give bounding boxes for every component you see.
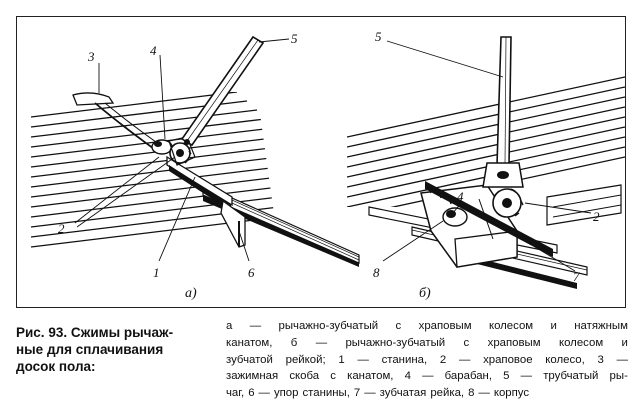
figure-frame: 3 4 5 2 1 6 а) 5 2 4 8 7 б) [16,16,626,308]
panel-b-label: б) [419,286,431,301]
panel-a-callout-3: 3 [87,49,95,64]
panel-b-callout-5: 5 [375,29,382,44]
panel-b-callout-7: 7 [573,269,580,284]
panel-b-callout-4: 4 [457,189,464,204]
panel-a-callout-6: 6 [248,265,255,280]
panel-b-drawing [347,36,625,289]
panel-a-callout-2: 2 [58,221,65,236]
figure-drawing: 3 4 5 2 1 6 а) 5 2 4 8 7 б) [30,29,625,301]
panel-a-joist [202,184,360,267]
panel-a-floorboards [30,92,287,248]
panel-a-callout-5: 5 [291,31,298,46]
panel-a-drawing [30,35,360,267]
caption-title-line: досок пола: [16,359,96,374]
panel-b-callout-2: 2 [593,209,600,224]
panel-a-callout-1: 1 [153,265,160,280]
figure-caption-title: Рис. 93. Сжимы рычаж- ные для сплачивани… [16,324,216,375]
panel-a-leaders [74,38,290,262]
panel-b-clamp [420,36,553,268]
caption-title-line: ные для сплачивания [16,342,164,357]
panel-a-clamp [72,35,265,248]
panel-a-label: а) [185,286,197,301]
panel-b-leaders [382,40,592,272]
panel-b-callout-8: 8 [373,265,380,280]
caption-title-line: Рис. 93. Сжимы рычаж- [16,325,174,340]
panel-a-callout-4: 4 [150,43,157,58]
